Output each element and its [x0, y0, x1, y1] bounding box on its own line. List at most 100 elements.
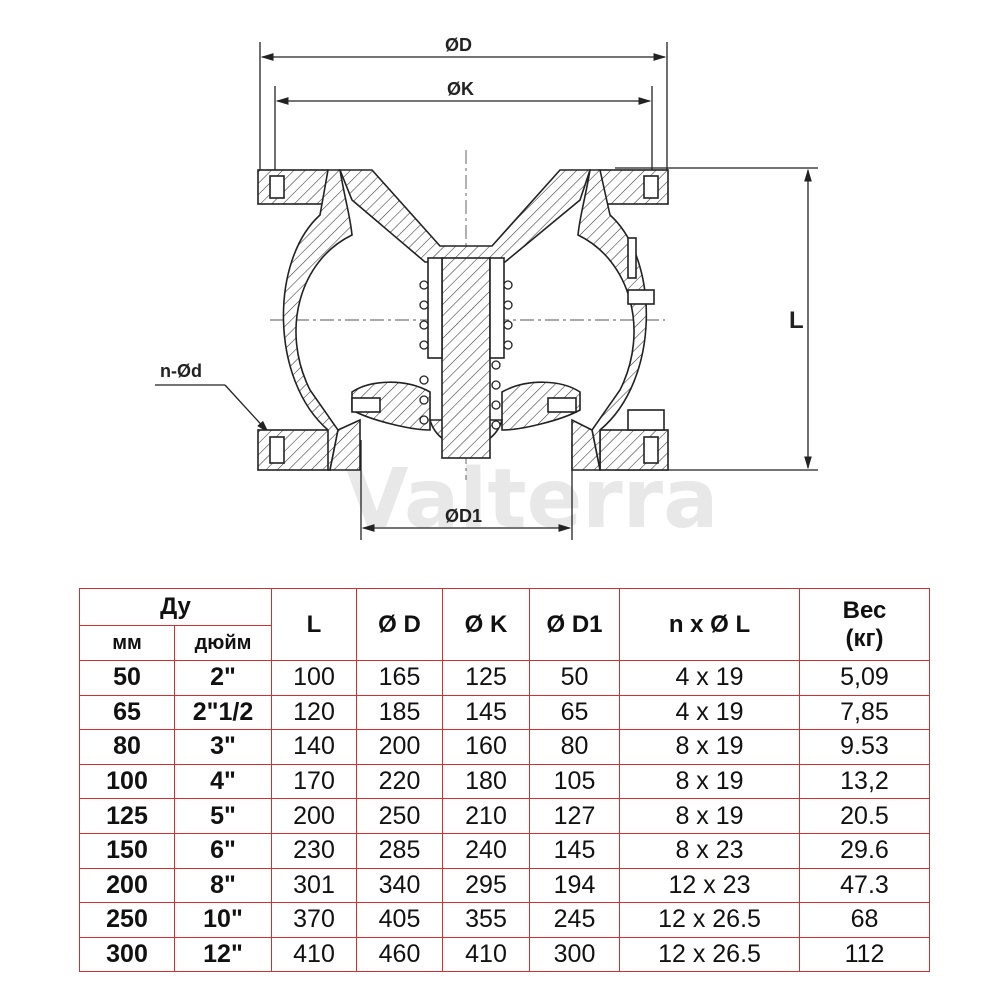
header-od1: Ø D1: [529, 588, 620, 661]
cell-weight: 112: [799, 936, 930, 973]
valve-body: [257, 169, 669, 471]
spring: [419, 280, 513, 430]
cell-ok: 125: [442, 660, 530, 696]
cell-weight: 29.6: [799, 832, 930, 869]
cell-od1: 194: [529, 867, 620, 904]
dimension-l-label: L: [789, 307, 804, 334]
cell-od1: 50: [529, 660, 620, 696]
cell-l: 301: [271, 867, 357, 904]
cell-l: 410: [271, 936, 357, 973]
cell-l: 140: [271, 729, 357, 765]
cell-ok: 240: [442, 832, 530, 869]
cell-od: 200: [356, 729, 443, 765]
header-od: Ø D: [356, 588, 443, 661]
cell-ok: 160: [442, 729, 530, 765]
cell-od: 405: [356, 902, 443, 938]
cell-weight: 13,2: [799, 763, 930, 800]
cell-weight: 20.5: [799, 798, 930, 834]
header-du: Ду: [79, 588, 272, 626]
cell-holes: 8 x 19: [619, 729, 800, 765]
cell-od1: 300: [529, 936, 620, 973]
valve-drawing: Valterra ØD ØK L ØD1 n-Ød: [155, 35, 818, 547]
cell-ok: 355: [442, 902, 530, 938]
cell-dn-mm: 80: [79, 729, 175, 765]
cell-ok: 410: [442, 936, 530, 973]
cell-holes: 4 x 19: [619, 694, 800, 731]
header-l: L: [271, 588, 357, 661]
cell-weight: 5,09: [799, 660, 930, 696]
cell-holes: 4 x 19: [619, 660, 800, 696]
cell-od1: 80: [529, 729, 620, 765]
cell-ok: 180: [442, 763, 530, 800]
cell-ok: 210: [442, 798, 530, 834]
cell-dn-mm: 300: [79, 936, 175, 973]
cell-od: 340: [356, 867, 443, 904]
dimension-od-label: ØD: [445, 35, 472, 55]
cell-weight: 7,85: [799, 694, 930, 731]
cell-od: 285: [356, 832, 443, 869]
dimension-ok: ØK: [274, 79, 653, 178]
cell-holes: 8 x 19: [619, 763, 800, 800]
cell-l: 200: [271, 798, 357, 834]
cell-l: 120: [271, 694, 357, 731]
header-ok: Ø K: [442, 588, 530, 661]
cell-dn-mm: 250: [79, 902, 175, 938]
cell-od1: 105: [529, 763, 620, 800]
dimension-od: ØD: [259, 35, 668, 178]
cell-od: 185: [356, 694, 443, 731]
cell-od1: 65: [529, 694, 620, 731]
cell-od1: 245: [529, 902, 620, 938]
cell-dn-mm: 150: [79, 832, 175, 869]
holes-label: n-Ød: [160, 361, 202, 381]
cell-l: 370: [271, 902, 357, 938]
cell-od1: 127: [529, 798, 620, 834]
cell-od: 165: [356, 660, 443, 696]
cell-od: 220: [356, 763, 443, 800]
dimension-od1-label: ØD1: [445, 506, 482, 526]
cell-ok: 145: [442, 694, 530, 731]
cell-dn-inch: 10": [174, 902, 272, 938]
cell-dn-inch: 12": [174, 936, 272, 973]
spec-table: Ду L Ø D Ø K Ø D1 n x Ø L Вес (кг) мм дю…: [79, 588, 930, 973]
cell-dn-inch: 3": [174, 729, 272, 765]
header-weight: Вес (кг): [799, 588, 930, 661]
cell-od: 250: [356, 798, 443, 834]
cell-dn-mm: 125: [79, 798, 175, 834]
cell-holes: 8 x 19: [619, 798, 800, 834]
cell-l: 100: [271, 660, 357, 696]
cell-od: 460: [356, 936, 443, 973]
cell-dn-mm: 50: [79, 660, 175, 696]
cell-holes: 12 x 23: [619, 867, 800, 904]
cell-dn-inch: 2": [174, 660, 272, 696]
cell-dn-inch: 6": [174, 832, 272, 869]
cell-holes: 8 x 23: [619, 832, 800, 869]
cell-ok: 295: [442, 867, 530, 904]
dimension-ok-label: ØK: [447, 79, 474, 99]
cell-weight: 9.53: [799, 729, 930, 765]
cell-dn-inch: 5": [174, 798, 272, 834]
cell-l: 170: [271, 763, 357, 800]
cell-weight: 47.3: [799, 867, 930, 904]
cell-dn-inch: 8": [174, 867, 272, 904]
cell-dn-inch: 4": [174, 763, 272, 800]
header-inch: дюйм: [174, 625, 272, 661]
header-holes: n x Ø L: [619, 588, 800, 661]
cell-dn-mm: 200: [79, 867, 175, 904]
header-mm: мм: [79, 625, 175, 661]
cell-holes: 12 x 26.5: [619, 902, 800, 938]
cell-od1: 145: [529, 832, 620, 869]
cell-dn-mm: 100: [79, 763, 175, 800]
cell-holes: 12 x 26.5: [619, 936, 800, 973]
cell-l: 230: [271, 832, 357, 869]
cell-weight: 68: [799, 902, 930, 938]
